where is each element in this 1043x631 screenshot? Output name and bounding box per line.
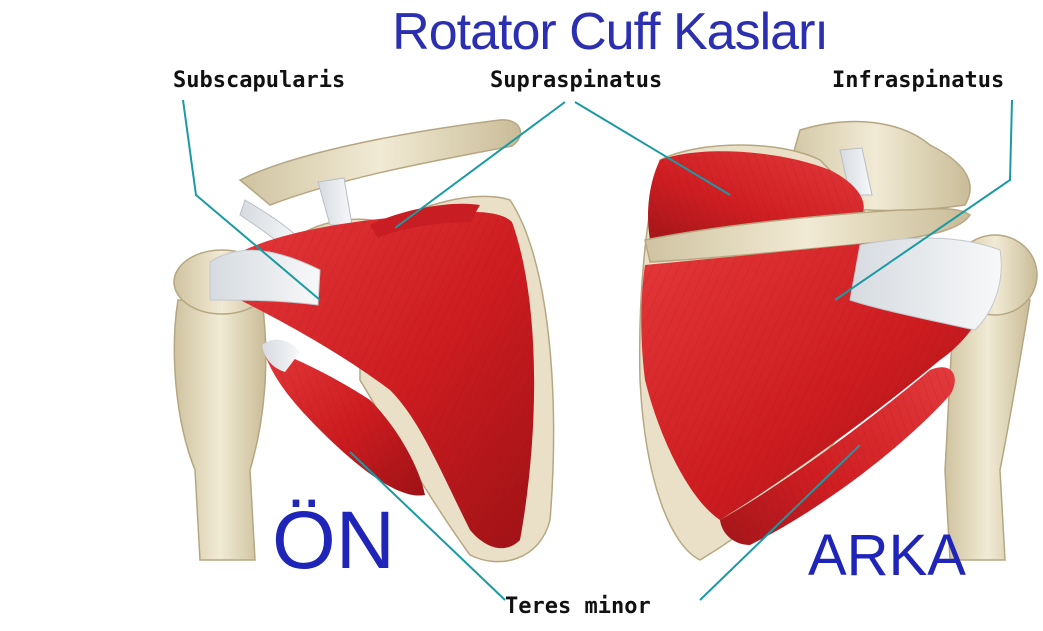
diagram-title: Rotator Cuff Kasları bbox=[360, 0, 860, 64]
label-subscapularis: Subscapularis bbox=[173, 68, 345, 94]
back-shoulder-view bbox=[640, 122, 1037, 560]
label-supraspinatus: Supraspinatus bbox=[490, 68, 662, 94]
label-infraspinatus: Infraspinatus bbox=[832, 68, 1004, 94]
label-teres-minor: Teres minor bbox=[505, 594, 651, 620]
view-label-back: ARKA bbox=[808, 527, 966, 585]
view-label-front: ÖN bbox=[272, 500, 395, 582]
